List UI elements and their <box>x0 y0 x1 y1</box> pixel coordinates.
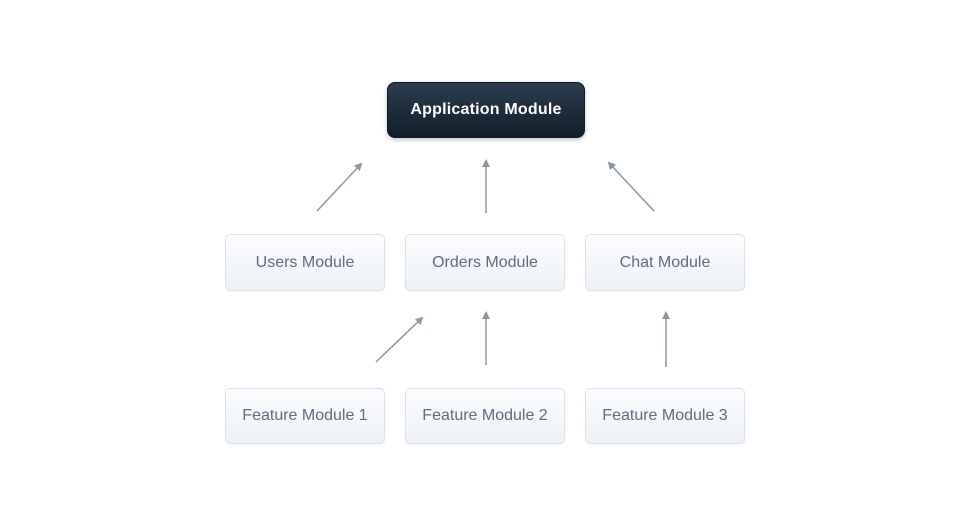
arrow-feature-module-1-to-orders-module <box>375 316 424 363</box>
node-users-module: Users Module <box>225 234 385 291</box>
arrow-chat-module-to-application-module <box>607 161 655 212</box>
node-chat-module: Chat Module <box>585 234 745 291</box>
node-feature-module-1: Feature Module 1 <box>225 388 385 444</box>
node-feature-module-2: Feature Module 2 <box>405 388 565 444</box>
node-orders-module: Orders Module <box>405 234 565 291</box>
node-application-module: Application Module <box>387 82 585 138</box>
node-feature-module-3: Feature Module 3 <box>585 388 745 444</box>
arrow-users-module-to-application-module <box>316 162 363 212</box>
